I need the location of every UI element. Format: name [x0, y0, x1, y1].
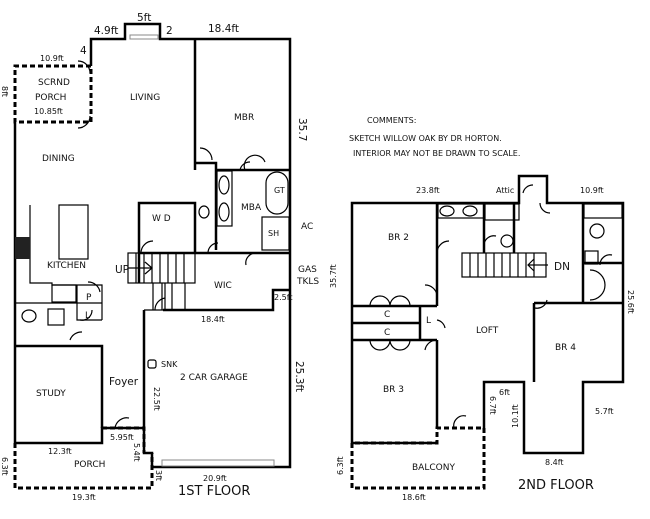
equipment-label: GAS	[298, 265, 317, 275]
fireplace	[129, 34, 159, 40]
kitchen-island	[58, 204, 89, 260]
dimension-label: 20.9ft	[203, 474, 227, 483]
bath-fixtures	[437, 203, 623, 265]
dimension-label: 10.1ft	[511, 404, 520, 428]
room-label: Attic	[496, 186, 514, 195]
dimension-label: 18.4ft	[208, 23, 239, 35]
vanity	[216, 170, 233, 227]
stairs-label: UP	[115, 264, 129, 276]
toilet-icon	[21, 309, 37, 323]
dimension-label: 4	[80, 45, 87, 57]
room-label: WIC	[214, 281, 232, 291]
room-label: Foyer	[109, 376, 139, 388]
dimension-label: 5.4ft	[132, 443, 141, 462]
dimension-label: 35.7	[296, 118, 308, 141]
dimension-label: 6.7ft	[488, 396, 497, 415]
interior-wall	[352, 203, 623, 445]
room-label: C	[384, 328, 390, 338]
room-label: 2 CAR GARAGE	[180, 373, 248, 383]
dimension-label: 22.5ft	[152, 387, 161, 411]
sink-icon	[218, 202, 230, 222]
dimension-label: 19.3ft	[72, 493, 96, 502]
dimension-label: 25.3ft	[293, 361, 305, 392]
room-label: STUDY	[36, 389, 66, 399]
room-label: L	[426, 316, 431, 326]
dimension-label: 2.5ft	[274, 293, 293, 302]
room-label: BALCONY	[412, 463, 455, 473]
room-label: W D	[152, 214, 171, 224]
dimension-label: 3ft	[154, 470, 163, 481]
garden-tub	[265, 171, 289, 215]
exterior-wall	[350, 174, 625, 455]
room-label: SCRND	[38, 78, 70, 88]
room-label: C	[384, 310, 390, 320]
floor-title: 1ST FLOOR	[178, 484, 250, 499]
room-label: L	[85, 311, 90, 321]
screened-porch-wall	[13, 64, 93, 124]
dimension-label: 10.9ft	[580, 186, 604, 195]
comment-line: INTERIOR MAY NOT BE DRAWN TO SCALE.	[353, 149, 520, 158]
room-label: BR 2	[388, 233, 409, 243]
interior-wall	[15, 205, 166, 321]
dimension-label: 10.85ft	[34, 107, 63, 116]
fixture-label: GT	[274, 186, 285, 195]
sink-icon	[47, 308, 65, 326]
dimension-label: 10.9ft	[40, 54, 64, 63]
room-label: PORCH	[74, 460, 105, 470]
room-label: DINING	[42, 154, 75, 164]
dimension-label: 18.4ft	[201, 315, 225, 324]
room-label: BR 4	[555, 343, 576, 353]
comment-line: SKETCH WILLOW OAK BY DR HORTON.	[349, 134, 502, 143]
balcony-wall	[350, 426, 486, 490]
dimension-label: 2	[166, 25, 173, 37]
room-label: PORCH	[35, 93, 66, 103]
range-icon	[15, 237, 30, 259]
room-label: BR 3	[383, 385, 404, 395]
dimension-label: 35.7ft	[329, 264, 338, 288]
fixture-label: SH	[268, 229, 279, 238]
front-porch-wall	[13, 426, 154, 490]
floor-title: 2ND FLOOR	[518, 478, 594, 493]
equipment-label: AC	[301, 222, 313, 232]
dimension-label: 18.6ft	[402, 493, 426, 502]
door-swings	[369, 184, 613, 429]
comments: COMMENTS: SKETCH WILLOW OAK BY DR HORTON…	[349, 116, 520, 158]
room-label: LIVING	[130, 93, 160, 103]
comments-heading: COMMENTS:	[367, 116, 416, 125]
room-label: MBA	[241, 203, 262, 213]
dimension-label: 12.3ft	[48, 447, 72, 456]
fridge	[51, 284, 77, 303]
garage-door	[161, 459, 275, 467]
interior-wall	[15, 39, 290, 428]
dimension-label: 8ft	[0, 86, 9, 97]
room-label: LOFT	[476, 326, 499, 336]
shower	[261, 216, 290, 251]
stairs	[127, 252, 196, 311]
dimension-label: 5.95ft	[110, 433, 134, 442]
dimension-label: 6.3ft	[0, 457, 9, 476]
equipment-label: TKLS	[296, 277, 319, 287]
stairs	[461, 252, 548, 278]
dimension-label: 4.9ft	[94, 25, 118, 37]
room-label: P	[86, 293, 92, 303]
door-swings	[69, 60, 266, 429]
room-label: MBR	[234, 113, 254, 123]
toilet-icon	[198, 205, 210, 219]
fixture-label: SNK	[161, 360, 178, 369]
first-floor: SCRND PORCH LIVING MBR DINING MBA W D KI…	[0, 12, 319, 502]
dimension-label: 23.8ft	[416, 186, 440, 195]
dimension-label: 25.6ft	[626, 290, 635, 314]
utility-sink-icon	[147, 359, 157, 369]
sink-icon	[218, 175, 230, 195]
dimension-label: 5.7ft	[595, 407, 614, 416]
stairs-label: DN	[554, 261, 570, 273]
dimension-label: 5ft	[137, 12, 151, 24]
dimension-label: 6.3ft	[336, 456, 345, 475]
room-label: KITCHEN	[47, 261, 86, 271]
second-floor: BR 2 BR 3 BR 4 LOFT C C L BALCONY Attic …	[329, 174, 635, 502]
dimension-label: 8.4ft	[545, 458, 564, 467]
dimension-label: 6ft	[499, 388, 510, 397]
